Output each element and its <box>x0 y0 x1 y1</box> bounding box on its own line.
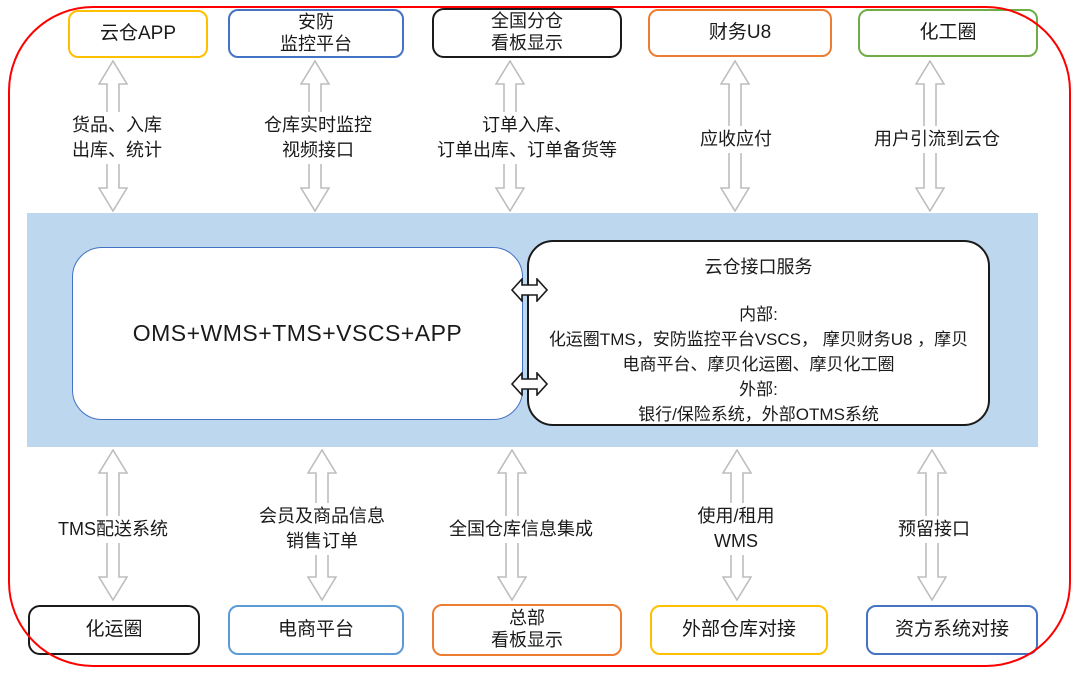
interface-service-title: 云仓接口服务 <box>704 257 813 277</box>
interface-service-body: 内部: 化运圈TMS，安防监控平台VSCS， 摩贝财务U8 ，摩贝电商平台、摩贝… <box>541 303 976 428</box>
node-chemical-industry-circle: 化工圈 <box>858 9 1038 57</box>
interface-service-box: 云仓接口服务 内部: 化运圈TMS，安防监控平台VSCS， 摩贝财务U8 ，摩贝… <box>527 240 990 426</box>
node-national-warehouse-dashboard: 全国分仓 看板显示 <box>432 8 622 58</box>
node-huayunquan: 化运圈 <box>28 605 200 655</box>
core-platform-box: OMS+WMS+TMS+VSCS+APP <box>72 247 523 420</box>
node-cloud-warehouse-app: 云仓APP <box>68 10 208 58</box>
interface-internal-systems: 化运圈TMS，安防监控平台VSCS， 摩贝财务U8 ，摩贝电商平台、摩贝化运圈、… <box>548 329 969 374</box>
node-capital-system-integration: 资方系统对接 <box>866 605 1038 655</box>
horizontal-double-arrow-icon <box>511 372 548 396</box>
node-security-monitor-platform: 安防 监控平台 <box>228 9 404 58</box>
node-hq-dashboard: 总部 看板显示 <box>432 604 622 656</box>
link-label-member-product-orders: 会员及商品信息 销售订单 <box>254 503 390 556</box>
link-label-national-warehouse-info: 全国仓库信息集成 <box>444 516 598 544</box>
link-label-order-flows: 订单入库、 订单出库、订单备货等 <box>432 112 622 165</box>
link-label-warehouse-monitor-video: 仓库实时监控 视频接口 <box>259 112 377 165</box>
horizontal-double-arrow-icon <box>511 278 548 302</box>
link-label-use-rent-wms: 使用/租用 WMS <box>692 503 780 556</box>
link-label-receivable-payable: 应收应付 <box>695 126 777 154</box>
link-label-tms-delivery: TMS配送系统 <box>53 516 173 544</box>
interface-external-heading: 外部: <box>739 379 778 399</box>
node-external-warehouse-integration: 外部仓库对接 <box>650 605 828 655</box>
link-label-goods-inout: 货品、入库 出库、统计 <box>67 112 167 165</box>
link-label-user-funnel: 用户引流到云仓 <box>869 126 1005 154</box>
node-ecommerce-platform: 电商平台 <box>228 605 404 655</box>
node-finance-u8: 财务U8 <box>648 9 832 57</box>
interface-external-systems: 银行/保险系统，外部OTMS系统 <box>638 404 879 424</box>
interface-internal-heading: 内部: <box>739 305 778 324</box>
link-label-reserved-interface: 预留接口 <box>893 516 975 544</box>
